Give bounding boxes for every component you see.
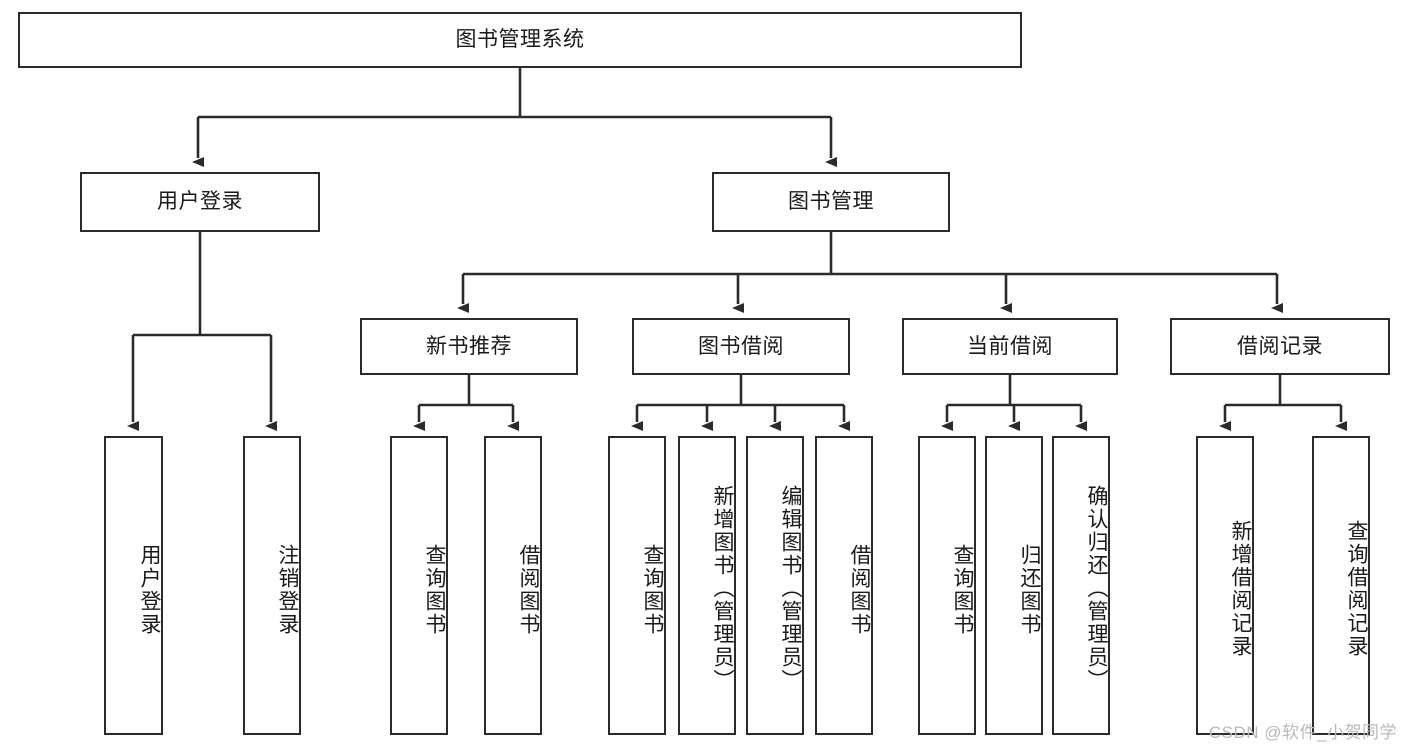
node-leaf-user-login[interactable]: 用户登录 xyxy=(104,436,163,735)
node-leaf-add-borrow-record[interactable]: 新增借阅记录 xyxy=(1196,436,1254,735)
node-leaf-borrow-book[interactable]: 借阅图书 xyxy=(815,436,873,735)
node-label: 查询图书 xyxy=(951,543,974,636)
node-label: 借阅图书 xyxy=(517,543,540,636)
node-label: 新增图书（管理员） xyxy=(711,485,734,692)
node-leaf-add-book-admin[interactable]: 新增图书（管理员） xyxy=(678,436,736,735)
node-label: 查询图书 xyxy=(641,543,664,636)
node-book-borrowing[interactable]: 图书借阅 xyxy=(632,318,850,375)
node-label: 归还图书 xyxy=(1018,543,1041,636)
node-label: 借阅图书 xyxy=(848,543,871,636)
node-current-borrowing[interactable]: 当前借阅 xyxy=(902,318,1118,375)
node-leaf-query-book-current[interactable]: 查询图书 xyxy=(918,436,976,735)
node-leaf-logout[interactable]: 注销登录 xyxy=(243,436,301,735)
node-label: 当前借阅 xyxy=(967,334,1053,358)
node-label: 编辑图书（管理员） xyxy=(779,485,802,692)
node-label: 图书借阅 xyxy=(698,334,784,358)
node-label: 借阅记录 xyxy=(1237,334,1323,358)
node-label: 新书推荐 xyxy=(426,334,512,358)
node-leaf-edit-book-admin[interactable]: 编辑图书（管理员） xyxy=(746,436,804,735)
node-label: 查询图书 xyxy=(423,543,446,636)
node-user-login[interactable]: 用户登录 xyxy=(80,172,320,232)
node-leaf-return-book[interactable]: 归还图书 xyxy=(985,436,1043,735)
node-label: 用户登录 xyxy=(138,543,161,636)
node-leaf-query-borrow-record[interactable]: 查询借阅记录 xyxy=(1312,436,1370,735)
node-leaf-query-book-recommend[interactable]: 查询图书 xyxy=(390,436,448,735)
node-leaf-borrow-book-recommend[interactable]: 借阅图书 xyxy=(484,436,542,735)
node-borrowing-record[interactable]: 借阅记录 xyxy=(1170,318,1390,375)
node-label: 确认归还（管理员） xyxy=(1085,485,1108,692)
node-label: 图书管理系统 xyxy=(455,28,585,52)
node-book-management[interactable]: 图书管理 xyxy=(712,172,950,232)
node-label: 新增借阅记录 xyxy=(1229,519,1252,658)
node-label: 用户登录 xyxy=(157,190,243,214)
node-label: 注销登录 xyxy=(276,543,299,636)
node-root[interactable]: 图书管理系统 xyxy=(18,12,1022,68)
node-leaf-query-book-borrow[interactable]: 查询图书 xyxy=(608,436,666,735)
node-label: 图书管理 xyxy=(788,190,874,214)
node-new-book-recommendation[interactable]: 新书推荐 xyxy=(360,318,578,375)
node-label: 查询借阅记录 xyxy=(1345,519,1368,658)
node-leaf-confirm-return-admin[interactable]: 确认归还（管理员） xyxy=(1052,436,1110,735)
